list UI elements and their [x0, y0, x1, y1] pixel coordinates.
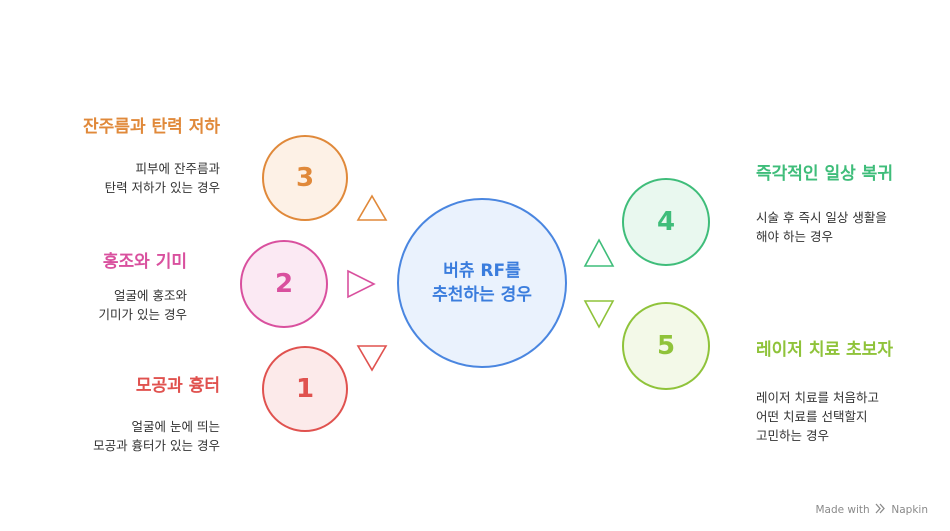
item-5-circle: 5	[622, 302, 710, 390]
item-5-desc-line: 레이저 치료를 처음하고	[756, 390, 879, 405]
item-3-description: 피부에 잔주름과 탄력 저하가 있는 경우	[105, 159, 220, 197]
item-2-circle: 2	[240, 240, 328, 328]
item-4-title: 즉각적인 일상 복귀	[756, 164, 893, 184]
arrow-right-icon	[347, 269, 376, 299]
item-3-desc-line: 피부에 잔주름과	[135, 161, 220, 176]
item-2-description: 얼굴에 홍조와 기미가 있는 경우	[99, 286, 187, 324]
item-2-number: 2	[274, 269, 294, 299]
item-3-title: 잔주름과 탄력 저하	[83, 117, 220, 137]
arrow-down-icon	[356, 345, 388, 372]
item-3-number: 3	[295, 163, 315, 193]
made-with-napkin: Made with Napkin	[815, 503, 928, 516]
item-5-desc-line: 고민하는 경우	[756, 428, 829, 443]
item-1-circle: 1	[262, 346, 348, 432]
item-5-title: 레이저 치료 초보자	[756, 340, 893, 360]
center-label: 버츄 RF를 추천하는 경우	[396, 197, 568, 369]
item-5-number: 5	[656, 331, 676, 361]
item-2-desc-line: 얼굴에 홍조와	[114, 288, 187, 303]
item-4-number: 4	[656, 207, 676, 237]
item-5-description: 레이저 치료를 처음하고 어떤 치료를 선택할지 고민하는 경우	[756, 388, 879, 445]
item-2-title: 홍조와 기미	[102, 252, 187, 272]
item-4-desc-line: 해야 하는 경우	[756, 229, 833, 244]
item-1-desc-line: 모공과 흉터가 있는 경우	[93, 438, 220, 453]
item-5-desc-line: 어떤 치료를 선택할지	[756, 409, 868, 424]
item-1-title: 모공과 흉터	[135, 376, 220, 396]
item-1-description: 얼굴에 눈에 띄는 모공과 흉터가 있는 경우	[93, 417, 220, 455]
item-3-desc-line: 탄력 저하가 있는 경우	[104, 180, 220, 195]
arrow-up-icon	[356, 194, 388, 221]
item-1-desc-line: 얼굴에 눈에 띄는	[131, 419, 220, 434]
item-3-circle: 3	[262, 135, 348, 221]
item-1-number: 1	[295, 374, 315, 404]
item-4-circle: 4	[622, 178, 710, 266]
made-with-label: Made with	[815, 504, 870, 516]
center-circle	[397, 198, 567, 368]
napkin-brand: Napkin	[891, 504, 928, 516]
arrow-down-icon	[583, 300, 615, 329]
item-4-description: 시술 후 즉시 일상 생활을 해야 하는 경우	[756, 208, 887, 246]
center-label-line1: 버츄 RF를	[443, 261, 521, 281]
center-label-line2: 추천하는 경우	[432, 285, 532, 305]
napkin-logo-icon	[875, 503, 885, 514]
arrow-up-icon	[583, 238, 615, 267]
item-2-desc-line: 기미가 있는 경우	[98, 307, 187, 322]
item-4-desc-line: 시술 후 즉시 일상 생활을	[756, 210, 887, 225]
